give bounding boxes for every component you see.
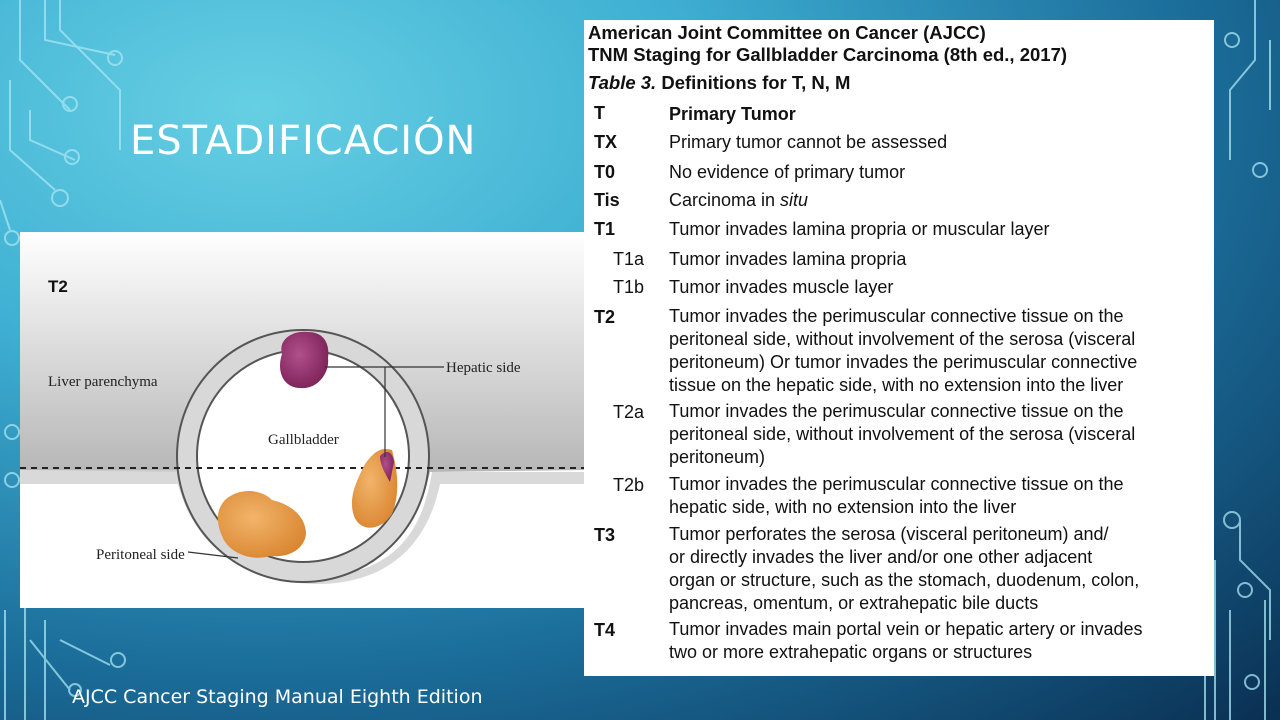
column-title-header: Primary Tumor xyxy=(669,104,796,124)
row-description: Tumor invades the perimuscular connectiv… xyxy=(669,306,1138,395)
row-code: T4 xyxy=(594,620,616,640)
gallbladder-diagram: T2 Liver parenchyma Gallbladder Hepatic … xyxy=(20,232,585,584)
row-code: T1b xyxy=(613,277,645,297)
hepatic-tumor-top xyxy=(280,331,329,389)
table-header-line2: TNM Staging for Gallbladder Carcinoma (8… xyxy=(588,44,1068,65)
row-description: No evidence of primary tumor xyxy=(669,162,906,182)
row-code: T3 xyxy=(594,525,616,545)
row-code: T2a xyxy=(613,402,645,422)
row-description: Primary tumor cannot be assessed xyxy=(669,132,948,152)
row-code: Tis xyxy=(594,190,620,210)
row-description: Tumor invades main portal vein or hepati… xyxy=(669,619,1143,662)
source-caption: AJCC Cancer Staging Manual Eighth Editio… xyxy=(72,686,483,708)
row-description: Tumor invades the perimuscular connectiv… xyxy=(669,474,1124,517)
peritoneal-side-label: Peritoneal side xyxy=(96,547,185,563)
table-caption: Table 3. Definitions for T, N, M xyxy=(588,72,851,93)
stage-label: T2 xyxy=(48,277,68,296)
row-code: T1 xyxy=(594,219,616,239)
gallbladder-t2-figure: T2 Liver parenchyma Gallbladder Hepatic … xyxy=(20,232,585,608)
gallbladder-label: Gallbladder xyxy=(268,432,339,448)
row-code: TX xyxy=(594,132,618,152)
tnm-staging-table: American Joint Committee on Cancer (AJCC… xyxy=(584,20,1214,676)
row-description: Tumor invades lamina propria or muscular… xyxy=(669,219,1050,239)
row-description: Tumor invades muscle layer xyxy=(669,277,894,297)
hepatic-side-label: Hepatic side xyxy=(446,360,521,376)
row-description: Tumor invades lamina propria xyxy=(669,249,907,269)
row-description: Tumor invades the perimuscular connectiv… xyxy=(669,401,1136,467)
row-code: T1a xyxy=(613,249,645,269)
row-description: Carcinoma in situ xyxy=(669,190,809,210)
row-code: T2 xyxy=(594,307,616,327)
liver-parenchyma-label: Liver parenchyma xyxy=(48,374,158,390)
table-header-line1: American Joint Committee on Cancer (AJCC… xyxy=(588,22,986,43)
row-code: T0 xyxy=(594,162,616,182)
peritoneal-tumor xyxy=(217,491,306,558)
column-code-header: T xyxy=(594,103,605,123)
row-description: Tumor perforates the serosa (visceral pe… xyxy=(669,524,1140,613)
row-code: T2b xyxy=(613,475,645,495)
slide-title: ESTADIFICACIÓN xyxy=(130,118,477,164)
